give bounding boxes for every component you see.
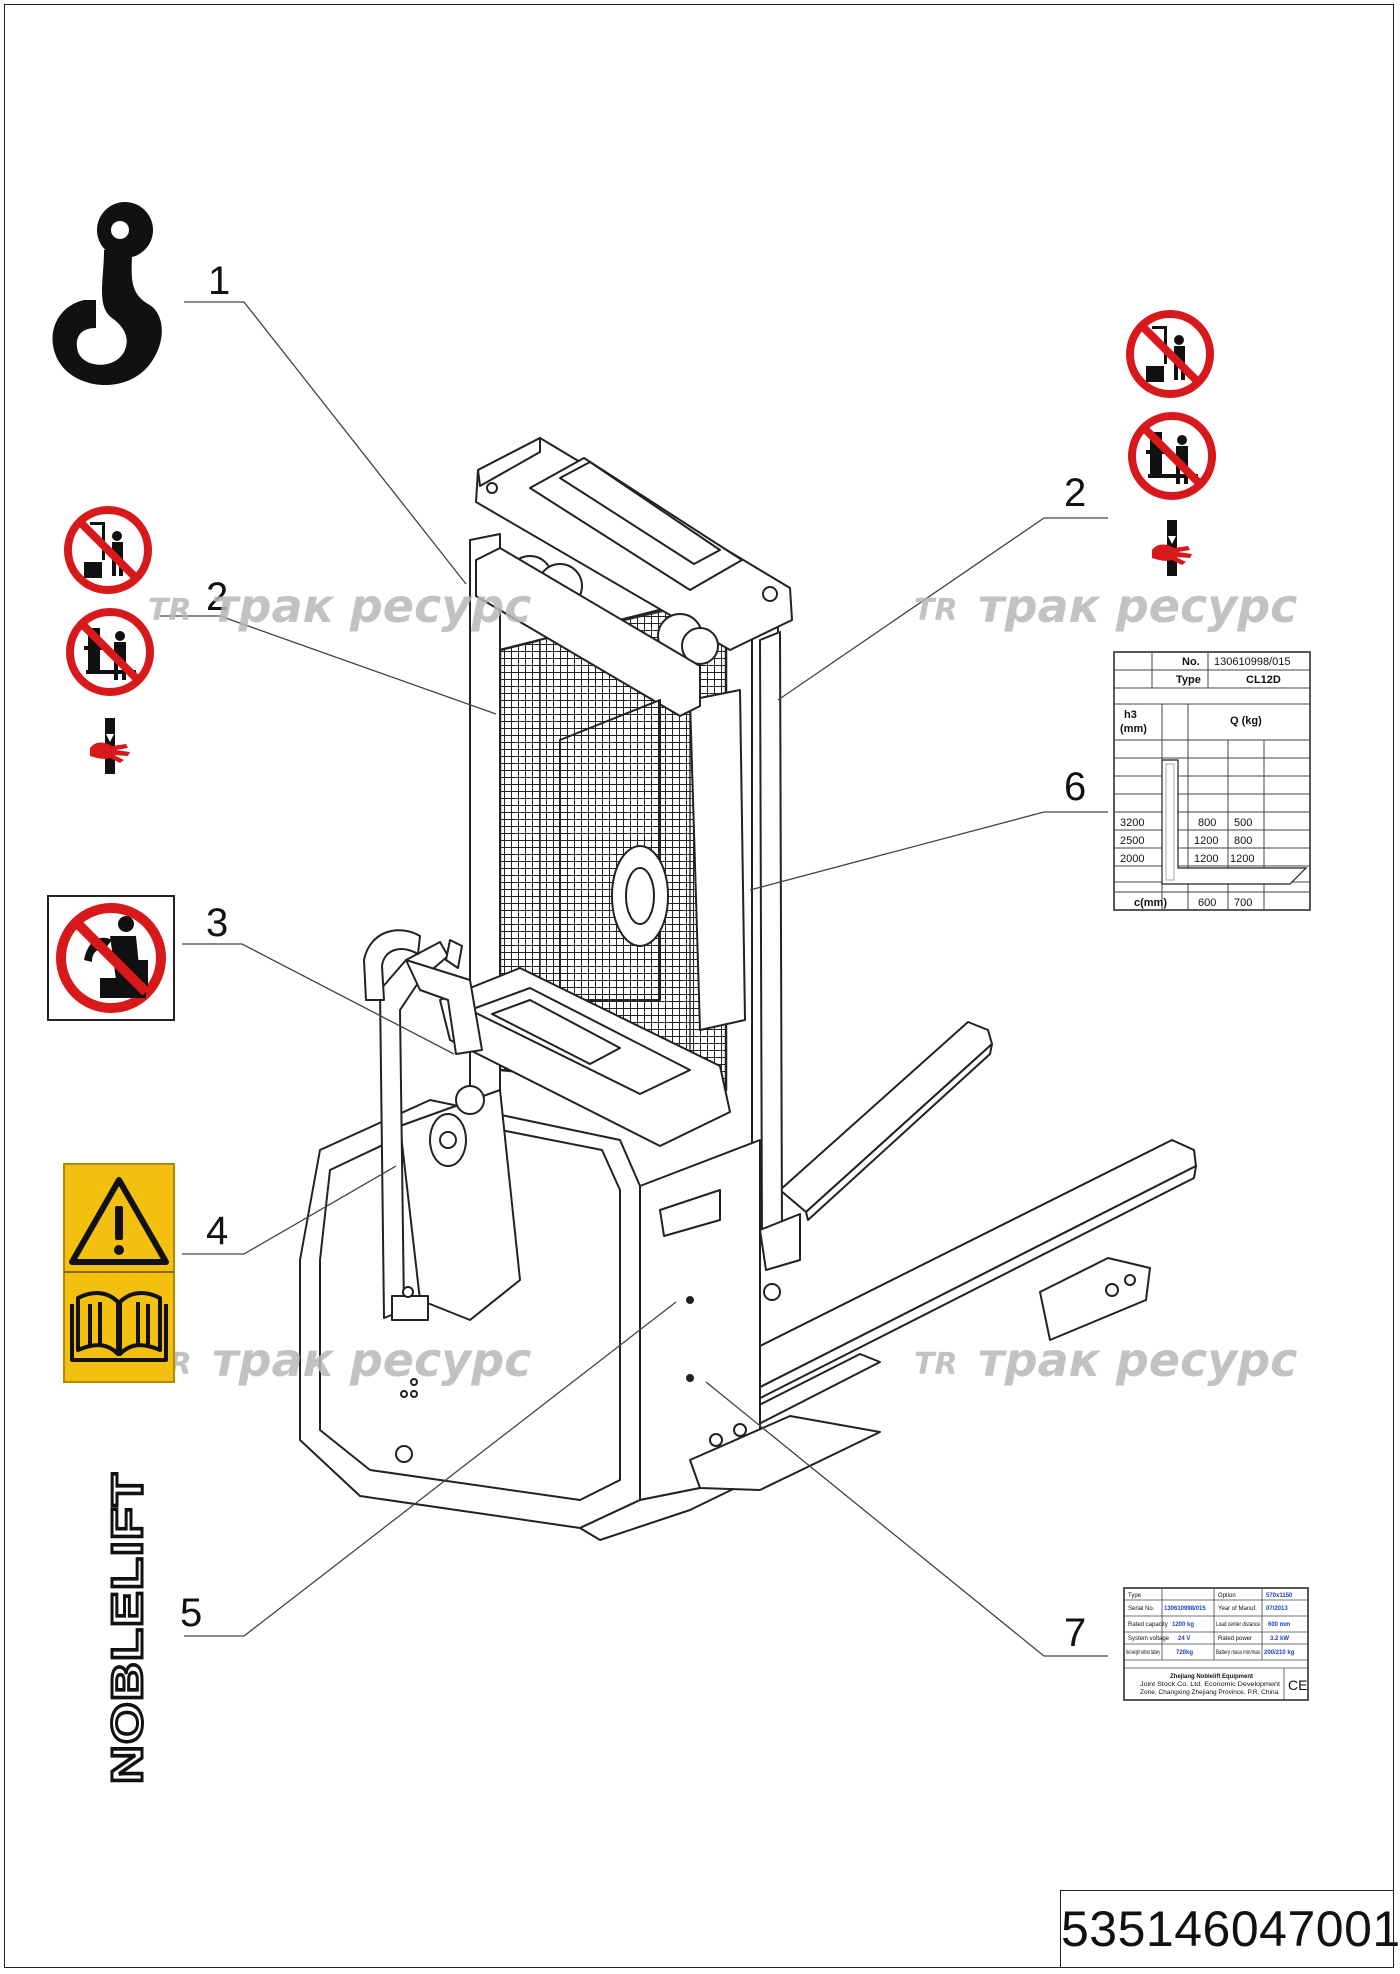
- table-type-value: CL12D: [1246, 674, 1281, 686]
- load-capacity-table: No. 130610998/015 Type CL12D h3 (mm) Q (…: [1113, 651, 1311, 911]
- no-riding-icon: [1130, 314, 1210, 394]
- np-weight-value: 720kg: [1176, 1650, 1193, 1656]
- no-standing-under-icon: [1132, 416, 1212, 496]
- np-weight-label: Net weight without battery: [1126, 1650, 1160, 1656]
- np-maker-line2: Joint Stock Co. Ltd. Economic Developmen…: [1140, 1682, 1280, 1688]
- table-q2-row1: 500: [1234, 817, 1252, 829]
- np-power-label: Rated power: [1218, 1636, 1252, 1642]
- np-serial-label: Serial No.: [1128, 1606, 1155, 1612]
- table-h3-unit: (mm): [1120, 723, 1147, 735]
- np-serial-value: 130610998/015: [1164, 1606, 1206, 1612]
- decal-group-left: [68, 510, 150, 774]
- leader-lines: [160, 301, 1108, 1657]
- callout-1: 1: [208, 259, 230, 303]
- part-number: 535146047001: [1060, 1890, 1400, 1968]
- np-load-center-value: 600 mm: [1268, 1622, 1290, 1628]
- table-q2-row3: 1200: [1230, 853, 1254, 865]
- watermark-text: трак ресурс: [212, 1333, 531, 1387]
- table-c1: 600: [1198, 897, 1216, 909]
- brand-logo: NOBLELIFT: [102, 1471, 154, 1786]
- table-c2: 700: [1234, 897, 1252, 909]
- decal-group-right: [1130, 314, 1212, 576]
- np-voltage-label: System voltage: [1128, 1636, 1170, 1642]
- table-h3-row2: 2500: [1120, 835, 1144, 847]
- no-riding-icon: [68, 510, 148, 590]
- callout-2-right: 2: [1064, 471, 1086, 515]
- no-passenger-icon: [47, 895, 175, 1021]
- table-no-value: 130610998/015: [1214, 656, 1290, 668]
- no-standing-under-icon: [70, 612, 150, 692]
- callout-4: 4: [206, 1209, 228, 1253]
- brand-name: NOBLELIFT: [103, 1472, 152, 1784]
- np-power-value: 3.2 kW: [1270, 1636, 1289, 1642]
- nameplate: Type Option 570x1150 Serial No. 13061099…: [1123, 1587, 1309, 1701]
- table-q2-row2: 800: [1234, 835, 1252, 847]
- np-year-label: Year of Manuf.: [1218, 1606, 1257, 1612]
- warning-read-manual-decal: [63, 1163, 175, 1383]
- table-q-label: Q (kg): [1230, 715, 1262, 727]
- table-c-label: c(mm): [1134, 897, 1167, 909]
- np-battery-value: 200/210 kg: [1264, 1650, 1295, 1656]
- table-h3-row3: 2000: [1120, 853, 1144, 865]
- table-q1-row1: 800: [1198, 817, 1216, 829]
- table-type-label: Type: [1176, 674, 1201, 686]
- watermark-text: трак ресурс: [212, 579, 531, 633]
- callout-6: 6: [1064, 765, 1086, 809]
- callout-5: 5: [180, 1591, 202, 1635]
- watermark-text: трак ресурс: [978, 1333, 1297, 1387]
- pinch-hazard-icon: [90, 718, 130, 774]
- read-manual-icon: [70, 1291, 168, 1362]
- callout-3: 3: [206, 901, 228, 945]
- table-no-label: No.: [1182, 656, 1200, 668]
- warning-triangle-icon: [69, 1177, 169, 1265]
- watermarks: TR трак ресурс TR трак ресурс TR трак ре…: [148, 579, 1297, 1387]
- table-h3-label: h3: [1124, 709, 1137, 721]
- table-h3-row1: 3200: [1120, 817, 1144, 829]
- table-q1-row3: 1200: [1194, 853, 1218, 865]
- lifting-hook-icon: [52, 202, 162, 386]
- np-capacity-value: 1200 kg: [1172, 1622, 1194, 1628]
- pallet-stacker-drawing: [299, 437, 1197, 1541]
- watermark-logo: TR: [914, 593, 958, 628]
- callout-7: 7: [1064, 1611, 1086, 1655]
- drawing-frame: [4, 4, 1394, 1968]
- watermark-text: трак ресурс: [978, 579, 1297, 633]
- np-voltage-value: 24 V: [1178, 1636, 1190, 1642]
- pinch-hazard-icon: [1152, 520, 1192, 576]
- callout-2-left: 2: [206, 575, 228, 619]
- watermark-logo: TR: [914, 1347, 958, 1382]
- np-option-label: Option: [1218, 1593, 1236, 1599]
- np-maker-line1: Zhejiang Noblelift Equipment: [1170, 1674, 1253, 1680]
- callout-numbers: 1 2 2 3 4 5 6 7: [180, 259, 1086, 1655]
- np-type-label: Type: [1128, 1593, 1142, 1599]
- np-year-value: 07/2013: [1266, 1606, 1288, 1612]
- watermark-logo: TR: [148, 593, 192, 628]
- np-maker-line3: Zone, Changxing Zhejiang Province, P.R. …: [1140, 1690, 1280, 1696]
- np-load-center-label: Load center distance: [1216, 1622, 1261, 1628]
- table-q1-row2: 1200: [1194, 835, 1218, 847]
- np-battery-label: Battery mass min/max: [1216, 1650, 1260, 1656]
- tiller-handle: [363, 929, 483, 1321]
- mast-head: [475, 437, 793, 717]
- np-option-value: 570x1150: [1266, 1593, 1293, 1599]
- ce-mark: CE: [1288, 1677, 1307, 1693]
- fork-carriage: [689, 689, 746, 1031]
- np-capacity-label: Rated capacity: [1128, 1622, 1168, 1628]
